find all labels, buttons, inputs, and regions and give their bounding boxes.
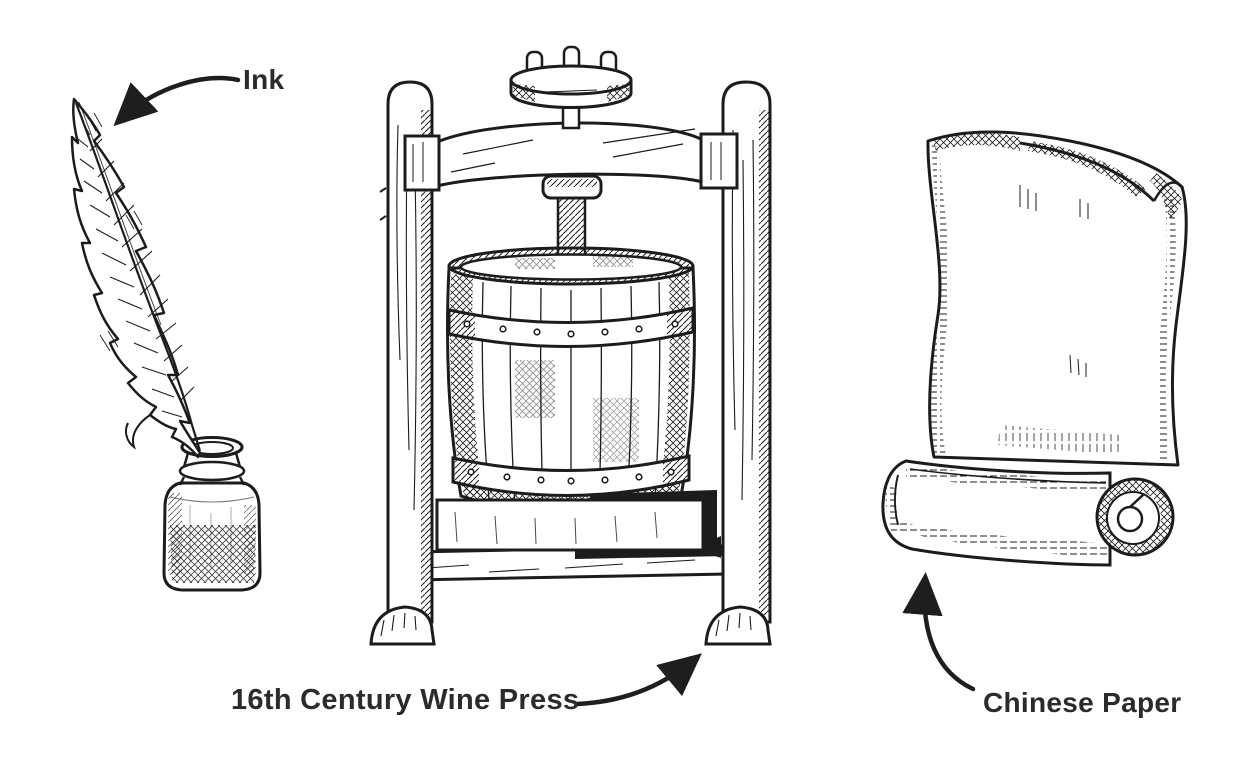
chinese-paper-label: Chinese Paper	[983, 687, 1182, 718]
press-barrel	[446, 246, 696, 513]
press-screw-capstan	[509, 45, 633, 262]
quill-ink-drawing	[70, 97, 262, 592]
wine-press-illustration	[365, 30, 780, 655]
paper-scroll-illustration	[870, 125, 1210, 575]
paper-scroll-drawing	[881, 130, 1188, 567]
press-slab	[435, 490, 721, 558]
quill-feather	[70, 97, 244, 459]
press-feet	[369, 605, 772, 646]
wine-press-label: 16th Century Wine Press	[231, 684, 580, 716]
scroll-roll	[881, 459, 1175, 567]
wine-press-drawing	[369, 45, 772, 646]
scroll-sheet	[926, 130, 1188, 467]
ink-bottle	[162, 436, 262, 592]
press-left-post	[379, 80, 434, 624]
press-crossbeam	[403, 121, 739, 192]
chinese-paper-arrow	[902, 572, 976, 692]
wine-press-arrow	[574, 653, 702, 707]
ink-label: Ink	[243, 64, 285, 95]
quill-ink-illustration	[30, 85, 280, 605]
